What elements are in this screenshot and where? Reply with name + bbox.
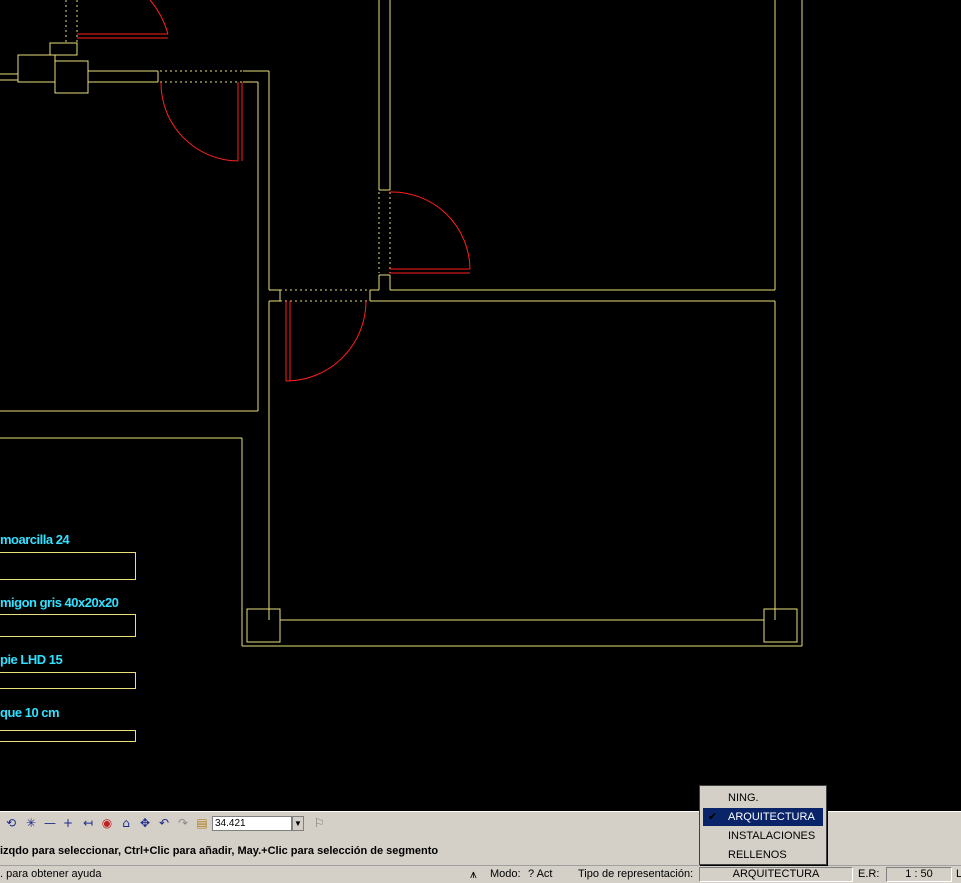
menu-item-rellenos[interactable]: RELLENOS	[703, 846, 823, 864]
check-icon: ✔	[708, 810, 718, 823]
chevron-down-icon[interactable]: ▼	[292, 816, 304, 831]
cross-icon[interactable]: +	[62, 816, 74, 830]
column	[246, 608, 281, 643]
drawing-canvas[interactable]: moarcilla 24 migon gris 40x20x20 pie LHD…	[0, 0, 961, 811]
representation-label: Tipo de representación:	[578, 868, 694, 880]
folder-icon[interactable]: ▤	[196, 816, 208, 830]
menu-item-ning[interactable]: NING.	[703, 789, 823, 807]
representation-dropdown[interactable]: ARQUITECTURA	[699, 867, 853, 882]
material-swatch[interactable]	[0, 614, 136, 637]
scale-label: E.R:	[858, 868, 880, 880]
representation-menu: NING. ARQUITECTURA INSTALACIONES RELLENO…	[699, 785, 827, 865]
material-label: moarcilla 24	[0, 532, 70, 547]
redo-icon[interactable]: ↷	[177, 816, 189, 830]
material-swatch[interactable]	[0, 672, 136, 689]
floor-plan	[0, 0, 803, 647]
material-label: pie LHD 15	[0, 652, 63, 667]
material-label: que 10 cm	[0, 705, 60, 720]
mode-label: Modo:	[490, 868, 521, 880]
undo-icon[interactable]: ↶	[158, 816, 170, 830]
menu-item-label: ARQUITECTURA	[728, 811, 815, 823]
polygon-icon[interactable]: ⌂	[122, 816, 130, 830]
menu-item-label: RELLENOS	[728, 849, 787, 861]
coordinate-input[interactable]: 34.421	[212, 816, 292, 831]
line-icon[interactable]: —	[44, 816, 56, 830]
pan-icon[interactable]: ✥	[139, 816, 151, 830]
status-extra: L	[956, 868, 961, 880]
menu-item-arquitectura[interactable]: ARQUITECTURA	[703, 808, 823, 826]
material-swatch[interactable]	[0, 552, 136, 580]
snap-icon[interactable]: ✳	[25, 816, 37, 830]
menu-item-instalaciones[interactable]: INSTALACIONES	[703, 827, 823, 845]
material-swatch[interactable]	[0, 730, 136, 742]
lasso-icon[interactable]: ⟲	[5, 816, 17, 830]
mode-value: ? Act	[528, 868, 553, 880]
status-bar: . para obtener ayuda ⩚ Modo: ? Act Tipo …	[0, 865, 961, 883]
mode-icon: ⩚	[470, 867, 477, 881]
fill-icon[interactable]: ◉	[101, 816, 113, 830]
arrow-left-icon[interactable]: ↤	[82, 816, 94, 830]
help-text: . para obtener ayuda	[0, 868, 102, 880]
pin-icon[interactable]: ⚐	[313, 816, 325, 830]
material-label: migon gris 40x20x20	[0, 595, 119, 610]
command-prompt: izqdo para seleccionar, Ctrl+Clic para a…	[0, 845, 439, 857]
menu-item-label: INSTALACIONES	[728, 830, 816, 842]
scale-value[interactable]: 1 : 50	[886, 867, 952, 882]
column	[763, 608, 798, 643]
menu-item-label: NING.	[728, 792, 759, 804]
